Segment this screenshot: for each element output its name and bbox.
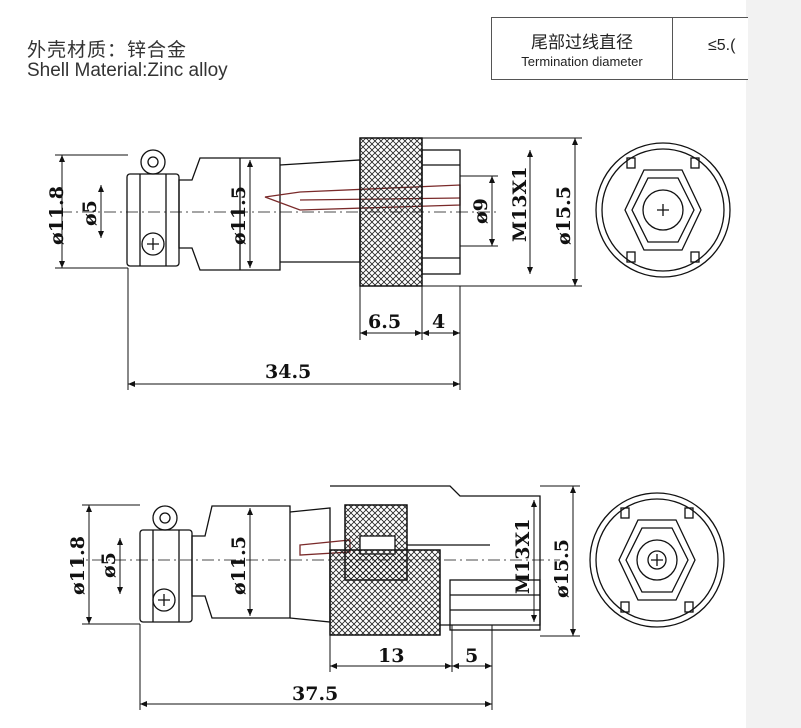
- top-mid-body: [279, 159, 361, 263]
- bottom-end-view: [589, 492, 725, 628]
- bottom-dim-len-a: 13: [378, 645, 404, 667]
- bottom-clamp-body: [139, 529, 193, 623]
- spec-label-en: Termination diameter: [521, 54, 643, 69]
- top-connector-side-view: [60, 137, 500, 287]
- spec-value: ≤5.(: [708, 37, 736, 54]
- bottom-dim-len-b: 5: [465, 645, 478, 667]
- top-dim-len-b: 4: [432, 311, 445, 333]
- top-dim-len-a: 6.5: [368, 311, 401, 333]
- page-margin-strip: [746, 0, 801, 728]
- spec-divider: [672, 18, 673, 79]
- top-clamp-lug: [140, 149, 166, 175]
- bottom-knurled-nut: [329, 549, 441, 636]
- top-dim-thread: M13X1: [509, 167, 531, 242]
- bottom-clamp-screw: [152, 588, 176, 612]
- bottom-dim-shell-dia: ø11.8: [67, 536, 89, 595]
- bottom-clamp-lug: [152, 505, 178, 531]
- material-title-en: Shell Material:Zinc alloy: [27, 60, 228, 81]
- top-dimension-labels: ø11.8 ø5 ø11.5 ø9 M13X1 ø15.5 6.5 4 34.5: [46, 167, 575, 383]
- spec-label-zh: 尾部过线直径: [531, 33, 633, 52]
- bottom-dim-nut-dia: ø15.5: [551, 539, 573, 598]
- technical-drawing: ø11.8 ø5 ø11.5 ø9 M13X1 ø15.5 6.5 4 34.5: [46, 137, 731, 710]
- top-dim-cable-dia: ø5: [79, 200, 101, 226]
- bottom-connector-side-view: [70, 485, 560, 636]
- bottom-dim-cable-dia: ø5: [98, 552, 120, 578]
- bottom-front-shell: [330, 485, 541, 626]
- bottom-dimension-labels: ø11.8 ø5 ø11.5 M13X1 ø15.5 13 5 37.5: [67, 519, 573, 705]
- top-end-view: [595, 142, 731, 278]
- top-clamp-screw: [141, 232, 165, 256]
- top-dim-nut-dia: ø15.5: [553, 186, 575, 245]
- top-dim-pin-dia: ø9: [470, 198, 492, 224]
- bottom-mid-body: [289, 507, 331, 623]
- bottom-dimension-lines: [82, 485, 580, 710]
- bottom-dim-total: 37.5: [292, 683, 338, 705]
- material-title-zh: 外壳材质：锌合金: [27, 40, 188, 61]
- top-dim-shell-dia: ø11.8: [46, 186, 68, 245]
- bottom-dim-thread: M13X1: [512, 519, 534, 594]
- bottom-dim-body-dia: ø11.5: [228, 536, 250, 595]
- top-dimension-lines: [55, 137, 582, 390]
- top-rear-body: [178, 157, 281, 271]
- top-clamp-body: [126, 173, 180, 267]
- spec-table: 尾部过线直径 Termination diameter ≤5.(: [491, 17, 748, 80]
- top-dim-total: 34.5: [265, 361, 311, 383]
- top-dim-body-dia: ø11.5: [228, 186, 250, 245]
